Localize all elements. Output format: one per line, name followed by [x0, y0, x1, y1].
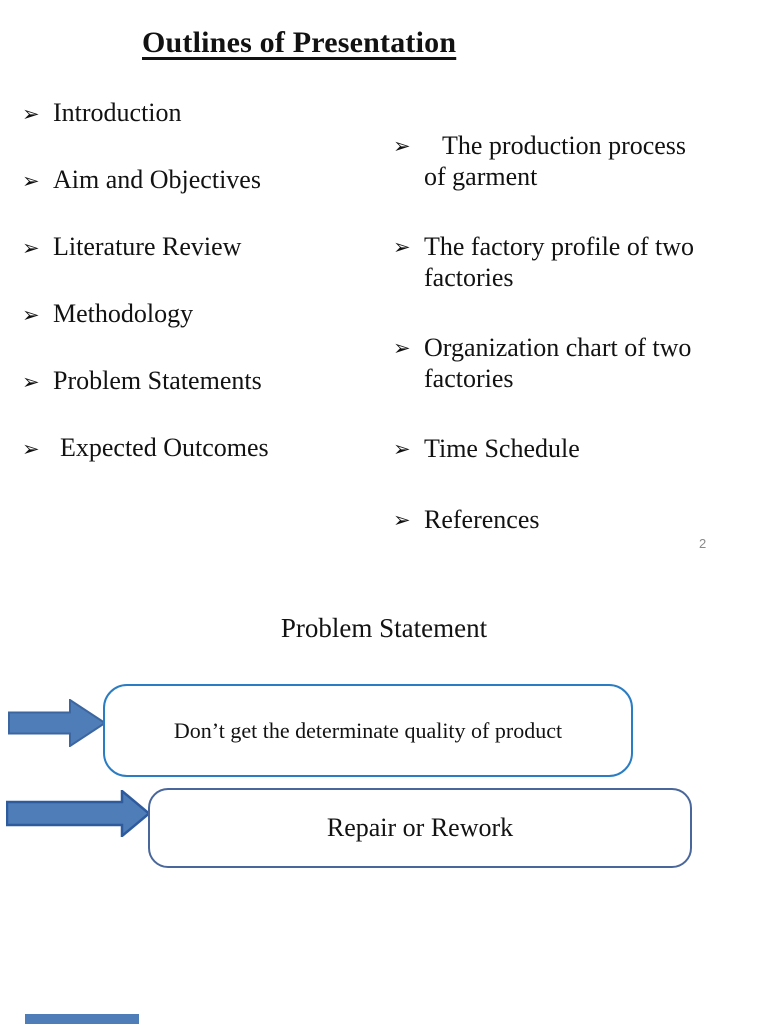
arrowhead-bullet-icon: ➢ — [22, 303, 40, 327]
list-item: ➢ Problem Statements — [22, 366, 382, 397]
arrowhead-bullet-icon: ➢ — [393, 336, 411, 360]
block-arrow-icon — [8, 699, 107, 747]
list-item: ➢ Expected Outcomes — [22, 433, 382, 464]
list-item-label: References — [424, 505, 540, 534]
arrowhead-bullet-icon: ➢ — [393, 134, 411, 158]
list-item-label: Introduction — [53, 98, 182, 127]
list-item-label: Problem Statements — [53, 366, 262, 395]
arrowhead-bullet-icon: ➢ — [22, 102, 40, 126]
list-item: ➢ Literature Review — [22, 232, 382, 263]
arrowhead-bullet-icon: ➢ — [393, 437, 411, 461]
page-number: 2 — [699, 536, 707, 551]
arrowhead-bullet-icon: ➢ — [393, 508, 411, 532]
effect-box: Repair or Rework — [148, 788, 692, 868]
list-item: ➢ Methodology — [22, 299, 382, 330]
cause-box: Don’t get the determinate quality of pro… — [103, 684, 633, 777]
problem-slide-title: Problem Statement — [280, 613, 488, 643]
arrowhead-bullet-icon: ➢ — [22, 370, 40, 394]
list-item-label: Literature Review — [53, 232, 242, 261]
list-item-line: of garment — [424, 162, 538, 191]
list-item-label: Expected Outcomes — [60, 433, 269, 462]
arrowhead-bullet-icon: ➢ — [393, 235, 411, 259]
list-item-label: Aim and Objectives — [53, 165, 261, 194]
list-item: ➢ Time Schedule — [393, 433, 743, 465]
list-item: ➢ Introduction — [22, 98, 382, 129]
list-item-label: Time Schedule — [424, 434, 580, 463]
list-item-line: factories — [424, 263, 514, 292]
outline-slide-title: Outlines of Presentation — [142, 26, 457, 59]
outline-list-left: ➢ Introduction ➢ Aim and Objectives ➢ Li… — [22, 98, 382, 500]
list-item-line: The production process — [442, 131, 687, 160]
cutoff-arrow-bar — [25, 1014, 139, 1024]
arrowhead-bullet-icon: ➢ — [22, 236, 40, 260]
list-item: ➢ References — [393, 504, 743, 536]
block-arrow-icon — [6, 790, 151, 837]
list-item-label: Methodology — [53, 299, 194, 328]
list-item-line: The factory profile of two — [424, 232, 695, 261]
arrowhead-bullet-icon: ➢ — [22, 169, 40, 193]
cause-box-text: Don’t get the determinate quality of pro… — [173, 717, 563, 743]
list-item-line: Organization chart of two — [424, 333, 692, 362]
arrowhead-bullet-icon: ➢ — [22, 437, 40, 461]
effect-box-text: Repair or Rework — [326, 813, 514, 842]
list-item-line: factories — [424, 364, 514, 393]
list-item: ➢ Aim and Objectives — [22, 165, 382, 196]
